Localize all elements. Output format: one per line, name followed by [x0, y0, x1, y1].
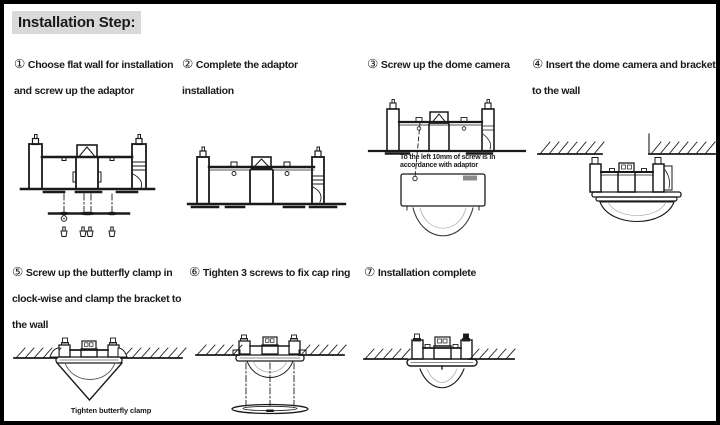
step-4-text: Insert the dome camera and bracket to th… [532, 59, 716, 97]
cap-ring-fix-diagram [189, 324, 359, 421]
step-7-number: ⑦ [364, 265, 375, 279]
adaptor-installed-drawing [186, 146, 347, 209]
cap-ring [231, 403, 309, 415]
butterfly-clamp-caption: Tighten butterfly clamp [70, 406, 152, 415]
butterfly-clamp-drawing [13, 337, 187, 401]
dome-camera-body [400, 173, 486, 237]
step-2-number: ② [182, 57, 193, 71]
ceiling-hatch-right [650, 141, 716, 155]
step-2-text: Complete the adaptor installation [182, 59, 298, 97]
step-6-number: ⑥ [189, 265, 200, 279]
anchor-screws [60, 226, 116, 237]
ceiling-hatch-left [539, 141, 605, 155]
step-3-text: Screw up the dome camera [380, 59, 510, 71]
step-1-text: Choose flat wall for installation and sc… [14, 59, 174, 97]
butterfly-wing-right [117, 347, 128, 358]
ceiling-hatch-left [364, 348, 411, 360]
step-5-number: ⑤ [12, 265, 23, 279]
cap-ring-fix-drawing [195, 334, 347, 415]
page-title: Installation Step: [12, 11, 142, 34]
alignment-centerlines [245, 362, 295, 407]
butterfly-wing-left [49, 347, 60, 358]
screw-offset-note: To the left 10mm of screw is in accordan… [400, 154, 496, 169]
camera-insert-wall-diagram [534, 116, 716, 246]
ceiling-hatch-left [196, 344, 243, 356]
butterfly-clamp-diagram: Tighten butterfly clamp [8, 329, 188, 421]
adaptor-installed-diagram [184, 132, 349, 217]
adaptor-exploded-drawing [19, 134, 156, 237]
step-5-text: Screw up the butterfly clamp in clock-wi… [12, 267, 182, 331]
ceiling-hatch-right [300, 344, 347, 356]
adaptor-exploded-diagram [14, 124, 184, 244]
step-1-number: ① [14, 57, 25, 71]
dome-camera-screw-drawing [367, 99, 527, 237]
step-7-text: Installation complete [377, 267, 477, 279]
camera-insert-wall-drawing [537, 133, 716, 222]
step-3-number: ③ [367, 57, 378, 71]
step-6-text: Tighten 3 screws to fix cap ring [202, 267, 351, 279]
installation-complete-diagram [354, 326, 534, 406]
ceiling-hatch-left [15, 347, 62, 359]
ceiling-hatch-right [122, 347, 187, 359]
installation-complete-drawing [363, 333, 516, 389]
step-4-number: ④ [532, 57, 543, 71]
ceiling-hatch-right [469, 348, 516, 360]
dome-camera-screw-diagram: To the left 10mm of screw is in accordan… [367, 92, 527, 264]
clamp-motion-lines [56, 362, 123, 401]
